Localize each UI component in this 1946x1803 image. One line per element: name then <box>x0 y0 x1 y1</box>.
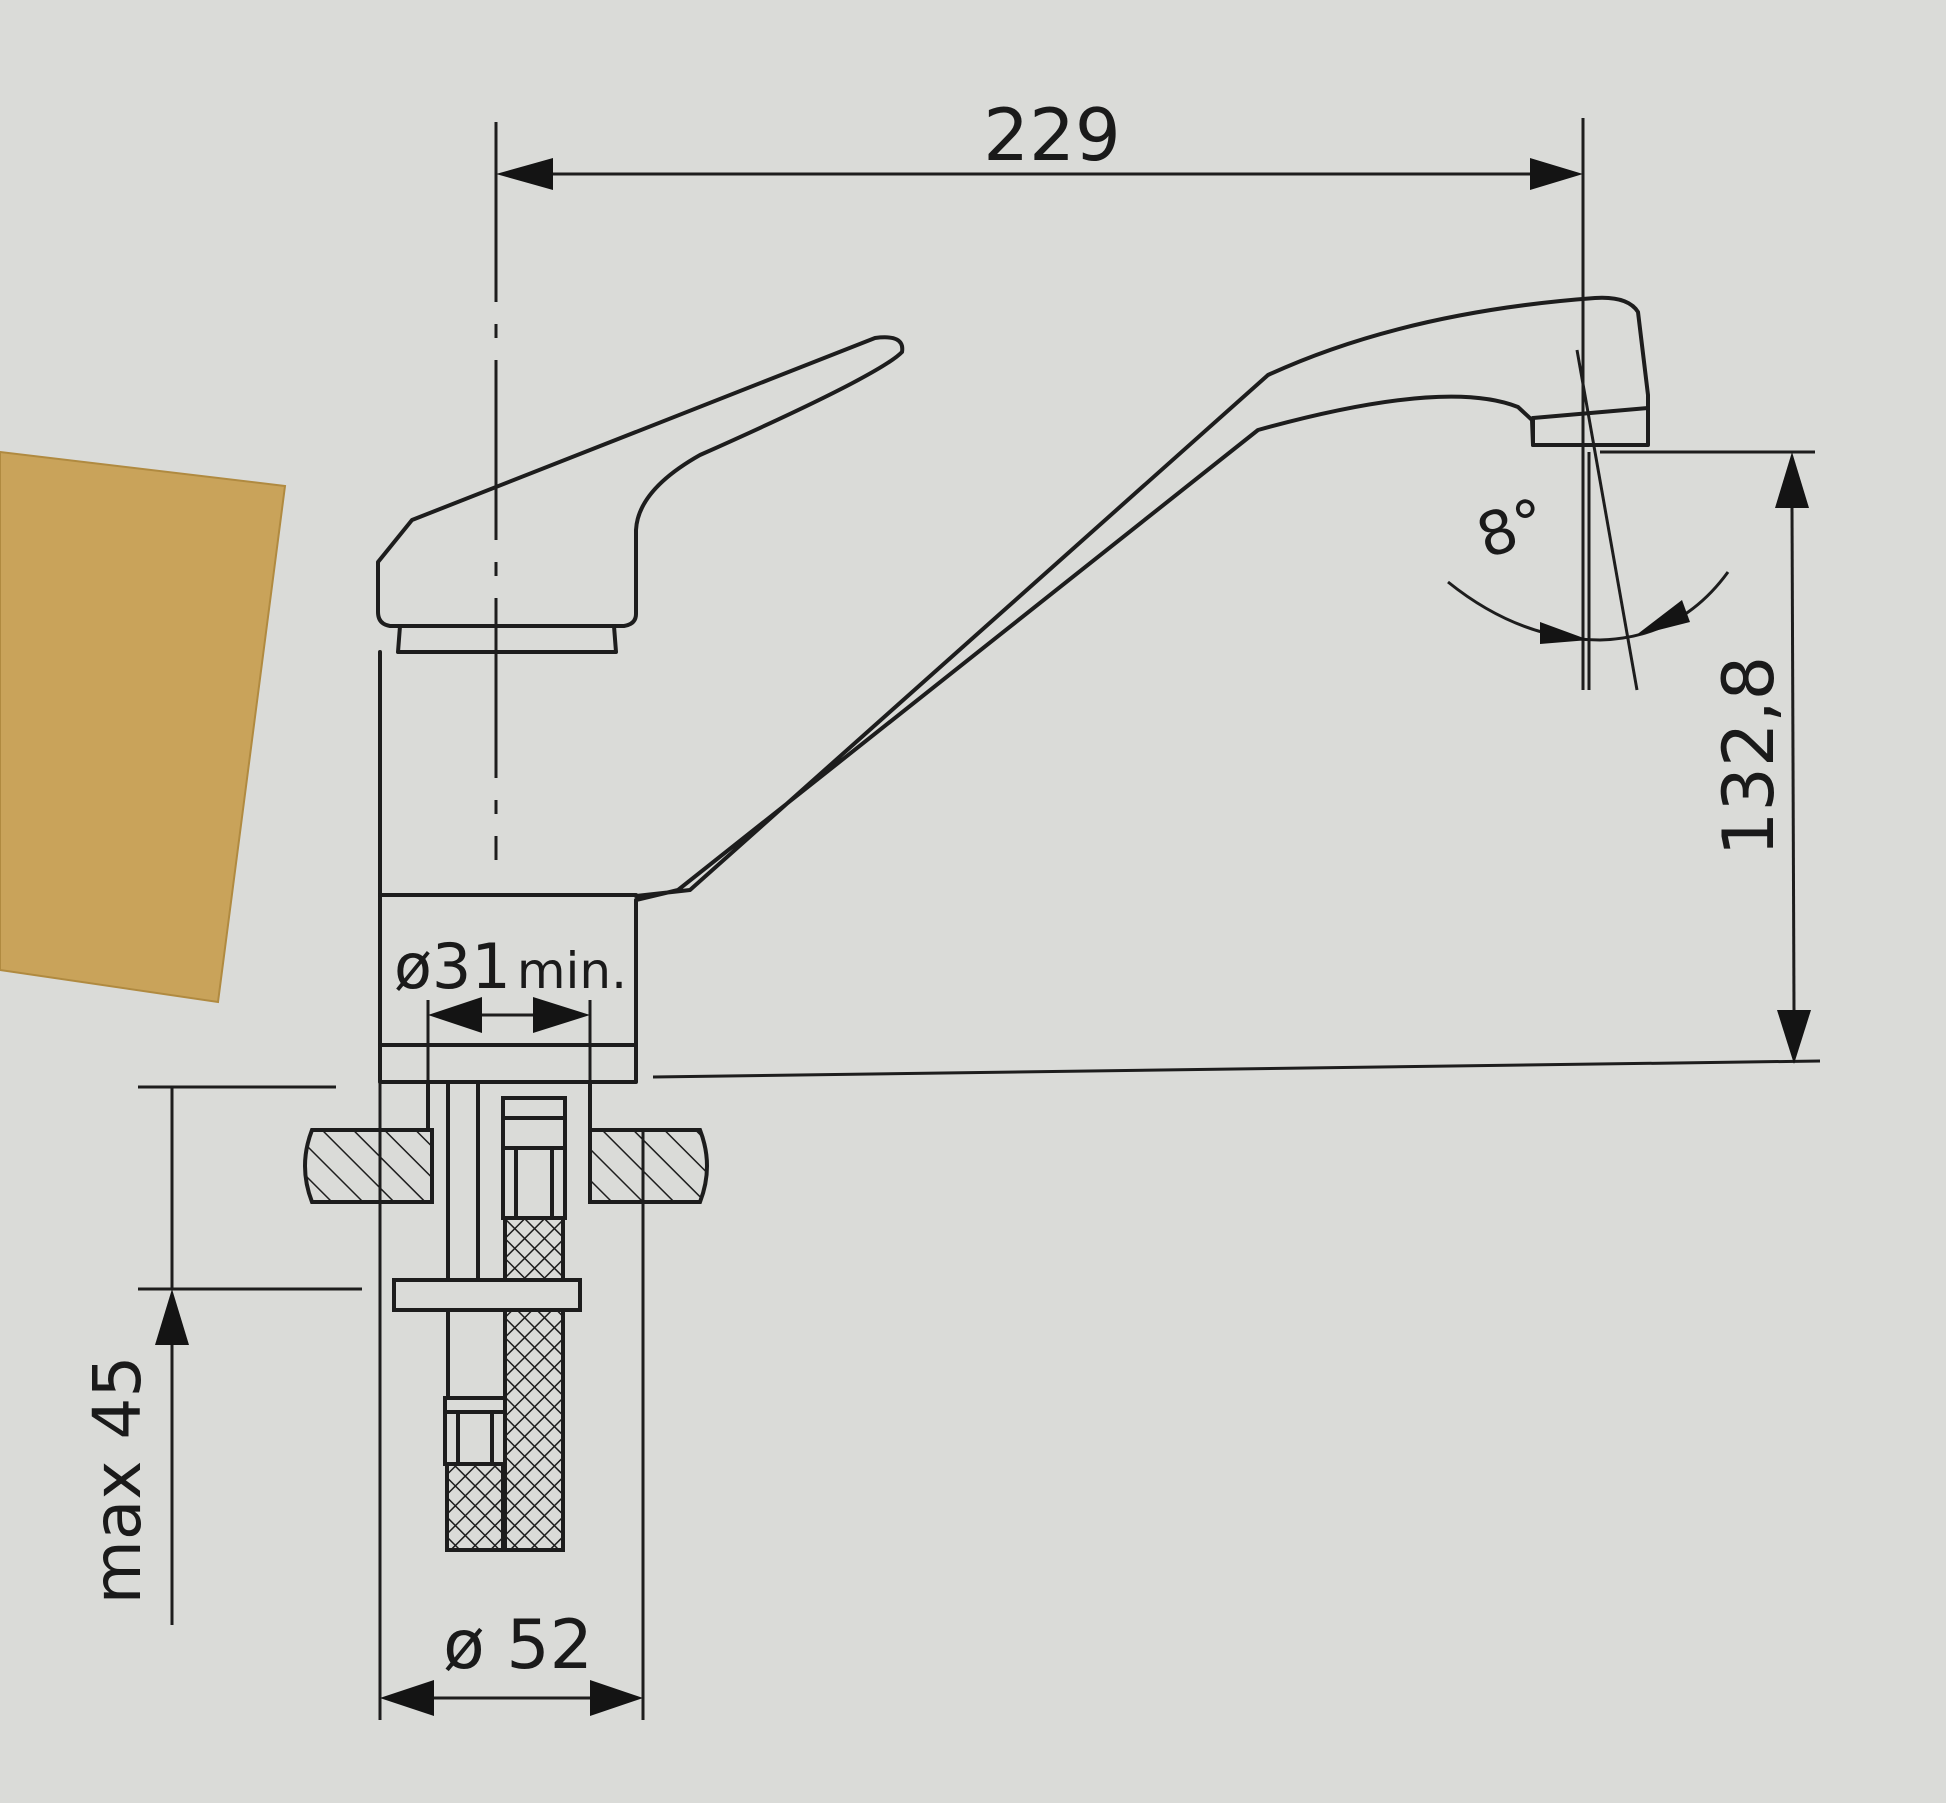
spout-reach-label: 229 <box>983 93 1120 177</box>
dimension-height: 132,8 <box>652 450 1821 1079</box>
dimension-spout-reach: 229 <box>496 93 1585 690</box>
counter-thickness-label: max 45 <box>79 1356 156 1605</box>
hole-diameter-label: ø31 <box>394 930 511 1003</box>
hole-diameter-suffix: min. <box>517 942 627 1000</box>
mounting-assembly <box>392 1080 592 1552</box>
height-label: 132,8 <box>1708 656 1790 856</box>
dimension-base-diameter: ø 52 <box>378 1082 645 1720</box>
angle-label: 8° <box>1469 485 1555 573</box>
dimension-counter-thickness: max 45 <box>79 1085 362 1625</box>
base-diameter-label: ø 52 <box>443 1606 593 1685</box>
counter-top <box>303 1128 709 1204</box>
cardboard-tab <box>0 450 287 1004</box>
faucet-body <box>376 122 1650 1084</box>
